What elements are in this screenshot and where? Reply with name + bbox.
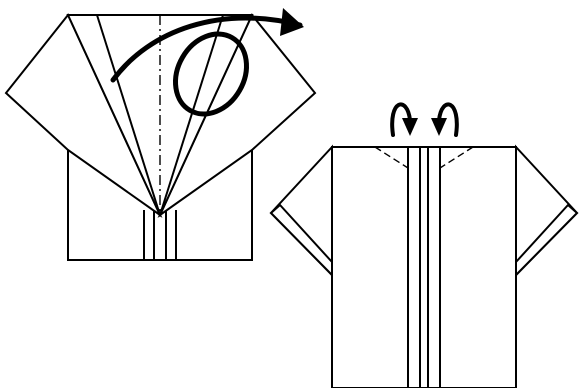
step-2-figure (271, 147, 577, 388)
fold-behind-arrows (392, 104, 457, 135)
fold-behind-arrowhead-left (402, 118, 418, 136)
turn-over-arrowhead (280, 8, 304, 36)
robe-body (332, 147, 516, 388)
step-1-figure (6, 15, 315, 260)
fold-behind-arrowhead-right (431, 118, 447, 136)
